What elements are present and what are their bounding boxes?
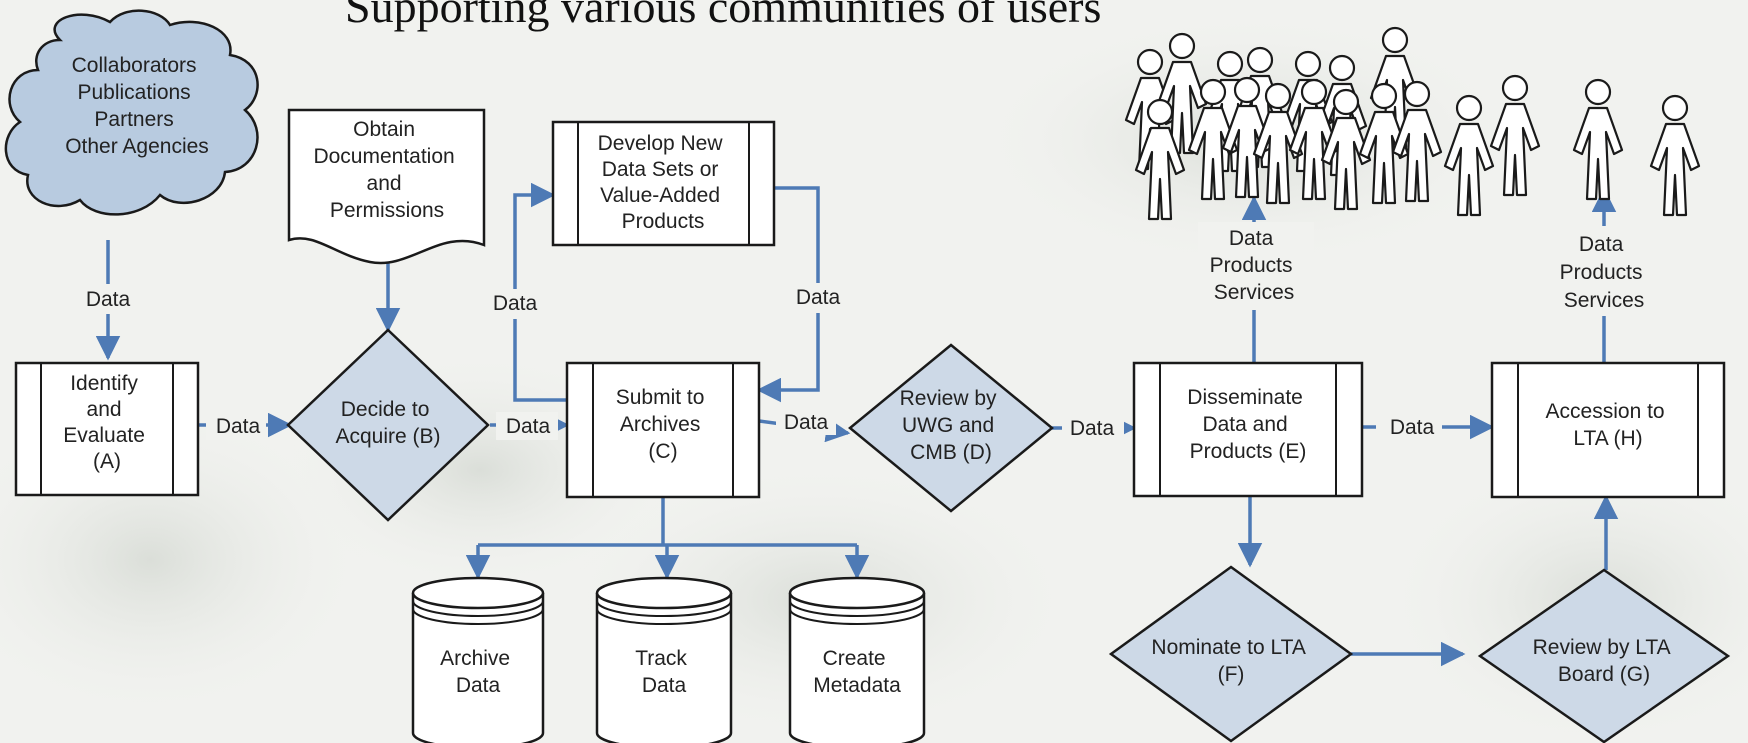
svg-text:Collaborators Publicatio: Collaborators Publications Partners Othe… <box>65 54 209 158</box>
edge-label-submit-develop: Data <box>493 292 538 315</box>
disseminate-node: Disseminate Data and Products (E) <box>1132 361 1364 498</box>
review-uwg-node: Review by UWG and CMB (D) <box>848 343 1054 513</box>
person-icon <box>1320 88 1372 211</box>
person-icon <box>1391 80 1443 203</box>
decide-node: Decide to Acquire (B) <box>286 328 490 522</box>
person-icon <box>1221 76 1273 199</box>
person-icon <box>1358 82 1410 205</box>
person-icon <box>1134 98 1186 221</box>
accession-node: Accession to LTA (H) <box>1490 361 1726 499</box>
svg-text:Review by UWG and: Review by UWG and CMB (D) <box>900 387 1003 464</box>
nominate-node: Nominate to LTA (F) <box>1108 565 1354 743</box>
person-icon <box>1187 78 1239 201</box>
person-icon <box>1649 94 1701 217</box>
create-metadata-node: Create Metadata <box>788 576 926 743</box>
edge-label-submit-review: Data <box>784 411 829 434</box>
edge-label-develop-submit: Data <box>796 286 841 309</box>
develop-products-node: Develop New Data Sets or Value-Added Pro… <box>551 120 776 247</box>
user-community <box>1124 26 1701 221</box>
slide-title: Supporting various communities of users <box>345 0 1102 32</box>
documentation-node: Obtain Documentation and Permissions <box>287 108 486 265</box>
svg-text:Disseminate Data and: Disseminate Data and Products (E) <box>1187 386 1308 463</box>
edge-label-review-disseminate: Data <box>1070 417 1115 440</box>
review-lta-node: Review by LTA Board (G) <box>1477 568 1731 743</box>
edge-label-identify-decide: Data <box>216 415 261 438</box>
archive-data-node: Archive Data <box>411 576 545 743</box>
edge-label-cloud-identify: Data <box>86 288 131 311</box>
services-label-2: Data Products Services <box>1560 233 1649 312</box>
edge-label-decide-submit: Data <box>506 415 551 438</box>
track-data-node: Track Data <box>595 576 733 743</box>
edge-labels: Data Data Data Data Data Data Data Data … <box>78 222 1662 442</box>
svg-text:Accession to LTA (H): Accession to LTA (H) <box>1546 400 1671 450</box>
services-label-1: Data Products Services <box>1210 227 1299 304</box>
svg-text:Identify and Evalu: Identify and Evaluate (A) <box>63 372 151 473</box>
edge-label-disseminate-accession: Data <box>1390 416 1435 439</box>
person-icon <box>1572 78 1624 201</box>
svg-text:Create Metadata: Create Metadata <box>813 647 901 697</box>
cloud-sources: Collaborators Publications Partners Othe… <box>4 9 259 216</box>
svg-text:Develop New Data Sets or: Develop New Data Sets or Value-Added Pro… <box>598 132 729 233</box>
person-icon <box>1489 74 1541 197</box>
person-icon <box>1252 82 1304 205</box>
identify-node: Identify and Evaluate (A) <box>14 361 200 497</box>
svg-text:Archive Data: Archive Data <box>440 647 516 697</box>
svg-text:Decide to Acquire (B): Decide to Acquire (B) <box>335 398 440 448</box>
submit-archives-node: Submit to Archives (C) <box>565 361 761 499</box>
svg-text:Submit to Archives: Submit to Archives (C) <box>616 386 711 463</box>
svg-text:Nominate to LTA (F): Nominate to LTA (F) <box>1151 636 1310 686</box>
svg-text:Obtain Documentation: Obtain Documentation and Permissions <box>313 118 460 222</box>
svg-text:Track Data: Track Data <box>635 647 693 697</box>
svg-text:Review by LTA Board (G): Review by LTA Board (G) <box>1533 636 1676 686</box>
person-icon <box>1443 94 1495 217</box>
